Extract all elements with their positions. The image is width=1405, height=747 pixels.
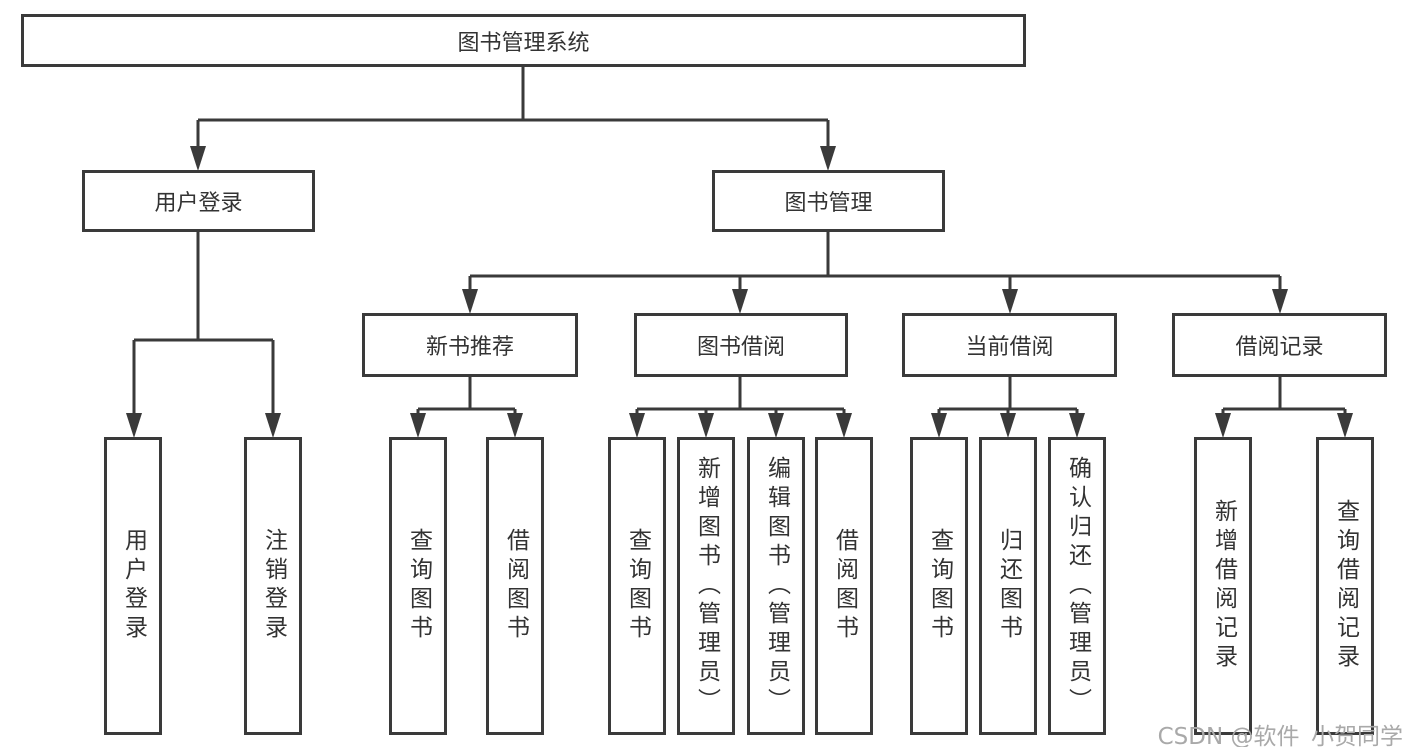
node-borrowing-records: 借阅记录 — [1172, 313, 1387, 377]
connector-current-borrow-to-leaves — [937, 377, 1079, 418]
node-label: 借阅图书 — [831, 528, 858, 644]
node-label: 图书管理 — [784, 191, 873, 216]
leaf-borrow-books-recommend: 借阅图书 — [486, 437, 544, 735]
node-new-book-recommend: 新书推荐 — [362, 313, 578, 377]
connector-book-mgmt-to-level3 — [468, 232, 1282, 294]
leaf-borrow-books-borrowing: 借阅图书 — [815, 437, 873, 735]
node-label: 归还图书 — [995, 528, 1022, 644]
node-label: 查询图书 — [926, 528, 953, 644]
connector-new-books-to-leaves — [416, 377, 517, 418]
leaf-query-books-recommend: 查询图书 — [389, 437, 447, 735]
connector-book-borrow-to-leaves — [635, 377, 846, 418]
node-label: 图书管理系统 — [457, 30, 590, 56]
node-book-management: 图书管理 — [712, 170, 945, 232]
leaf-logout: 注销登录 — [244, 437, 302, 735]
arrowheads — [126, 146, 1353, 438]
node-label: 用户登录 — [120, 528, 147, 644]
node-current-borrowing: 当前借阅 — [902, 313, 1117, 377]
csdn-watermark: CSDN @软件_小贺同学 — [1157, 724, 1403, 747]
leaf-return-books: 归还图书 — [979, 437, 1037, 735]
leaf-add-books-admin: 新增图书（管理员） — [677, 437, 735, 735]
node-label: 编辑图书（管理员） — [763, 455, 790, 717]
connector-records-to-leaves — [1221, 377, 1347, 418]
node-label: 借阅图书 — [502, 528, 529, 644]
node-label: 确认归还（管理员） — [1064, 455, 1091, 717]
leaf-query-books-current: 查询图书 — [910, 437, 968, 735]
leaf-query-books-borrowing: 查询图书 — [608, 437, 666, 735]
node-label: 新书推荐 — [425, 335, 514, 360]
leaf-user-login: 用户登录 — [104, 437, 162, 735]
node-label: 注销登录 — [260, 528, 287, 644]
node-label: 当前借阅 — [965, 335, 1054, 360]
node-label: 新增图书（管理员） — [693, 455, 720, 717]
node-label: 借阅记录 — [1235, 335, 1324, 360]
leaf-edit-books-admin: 编辑图书（管理员） — [747, 437, 805, 735]
leaf-query-borrow-record: 查询借阅记录 — [1316, 437, 1374, 735]
node-user-login: 用户登录 — [82, 170, 315, 232]
leaf-confirm-return-admin: 确认归还（管理员） — [1048, 437, 1106, 735]
leaf-add-borrow-record: 新增借阅记录 — [1194, 437, 1252, 735]
node-book-borrowing: 图书借阅 — [634, 313, 848, 377]
node-book-management-system: 图书管理系统 — [21, 14, 1026, 67]
node-label: 查询图书 — [624, 528, 651, 644]
connector-root-to-level2 — [196, 67, 830, 150]
node-label: 用户登录 — [154, 191, 243, 216]
connector-user-login-to-leaves — [132, 232, 275, 418]
node-label: 查询借阅记录 — [1332, 499, 1359, 673]
node-label: 查询图书 — [405, 528, 432, 644]
node-label: 新增借阅记录 — [1210, 499, 1237, 673]
node-label: 图书借阅 — [696, 335, 785, 360]
